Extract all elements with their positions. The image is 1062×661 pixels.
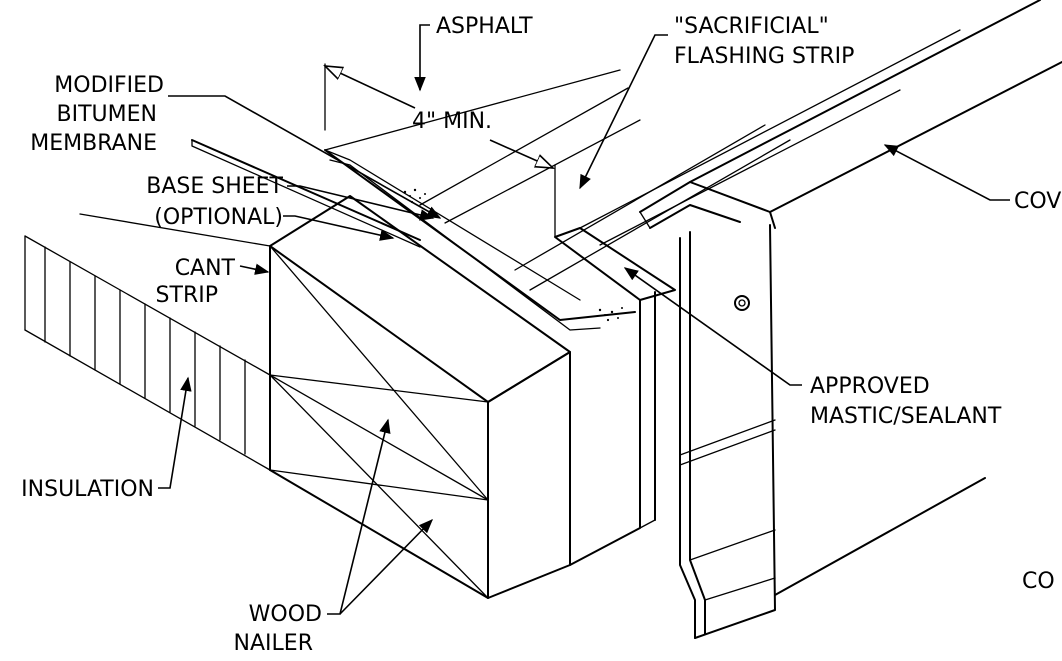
label-sacrificial-1: "SACRIFICIAL" (674, 14, 829, 39)
label-base-sheet: BASE SHEET (146, 174, 283, 199)
dimension-4in (325, 63, 556, 238)
label-modified-1: MODIFIED (54, 73, 164, 98)
label-co: CO (1022, 569, 1055, 594)
label-nailer: NAILER (234, 631, 313, 656)
membrane-layers (191, 69, 791, 331)
label-wood: WOOD (249, 602, 322, 627)
label-modified-3: MEMBRANE (30, 131, 157, 156)
leader-lines (158, 24, 1010, 615)
label-asphalt: ASPHALT (436, 14, 533, 39)
label-approved: APPROVED (810, 374, 930, 399)
cover-flashing (639, 0, 1062, 639)
fastener-icon (734, 295, 750, 311)
label-strip: STRIP (156, 283, 218, 308)
label-sacrificial-2: FLASHING STRIP (674, 44, 854, 69)
insulation-block (24, 213, 271, 471)
label-cover: COVER (1014, 189, 1062, 214)
label-insulation: INSULATION (21, 477, 154, 502)
fascia (554, 29, 961, 566)
label-mastic-sealant: MASTIC/SEALANT (810, 404, 1002, 429)
insulation-ribs (44, 246, 246, 455)
label-modified-2: BITUMEN (57, 102, 157, 127)
label-optional: (OPTIONAL) (154, 205, 283, 230)
labels: ASPHALT "SACRIFICIAL" FLASHING STRIP MOD… (21, 14, 1062, 656)
label-4in-min: 4" MIN. (412, 109, 492, 134)
wood-nailer (269, 195, 571, 599)
label-cant: CANT (175, 256, 236, 281)
